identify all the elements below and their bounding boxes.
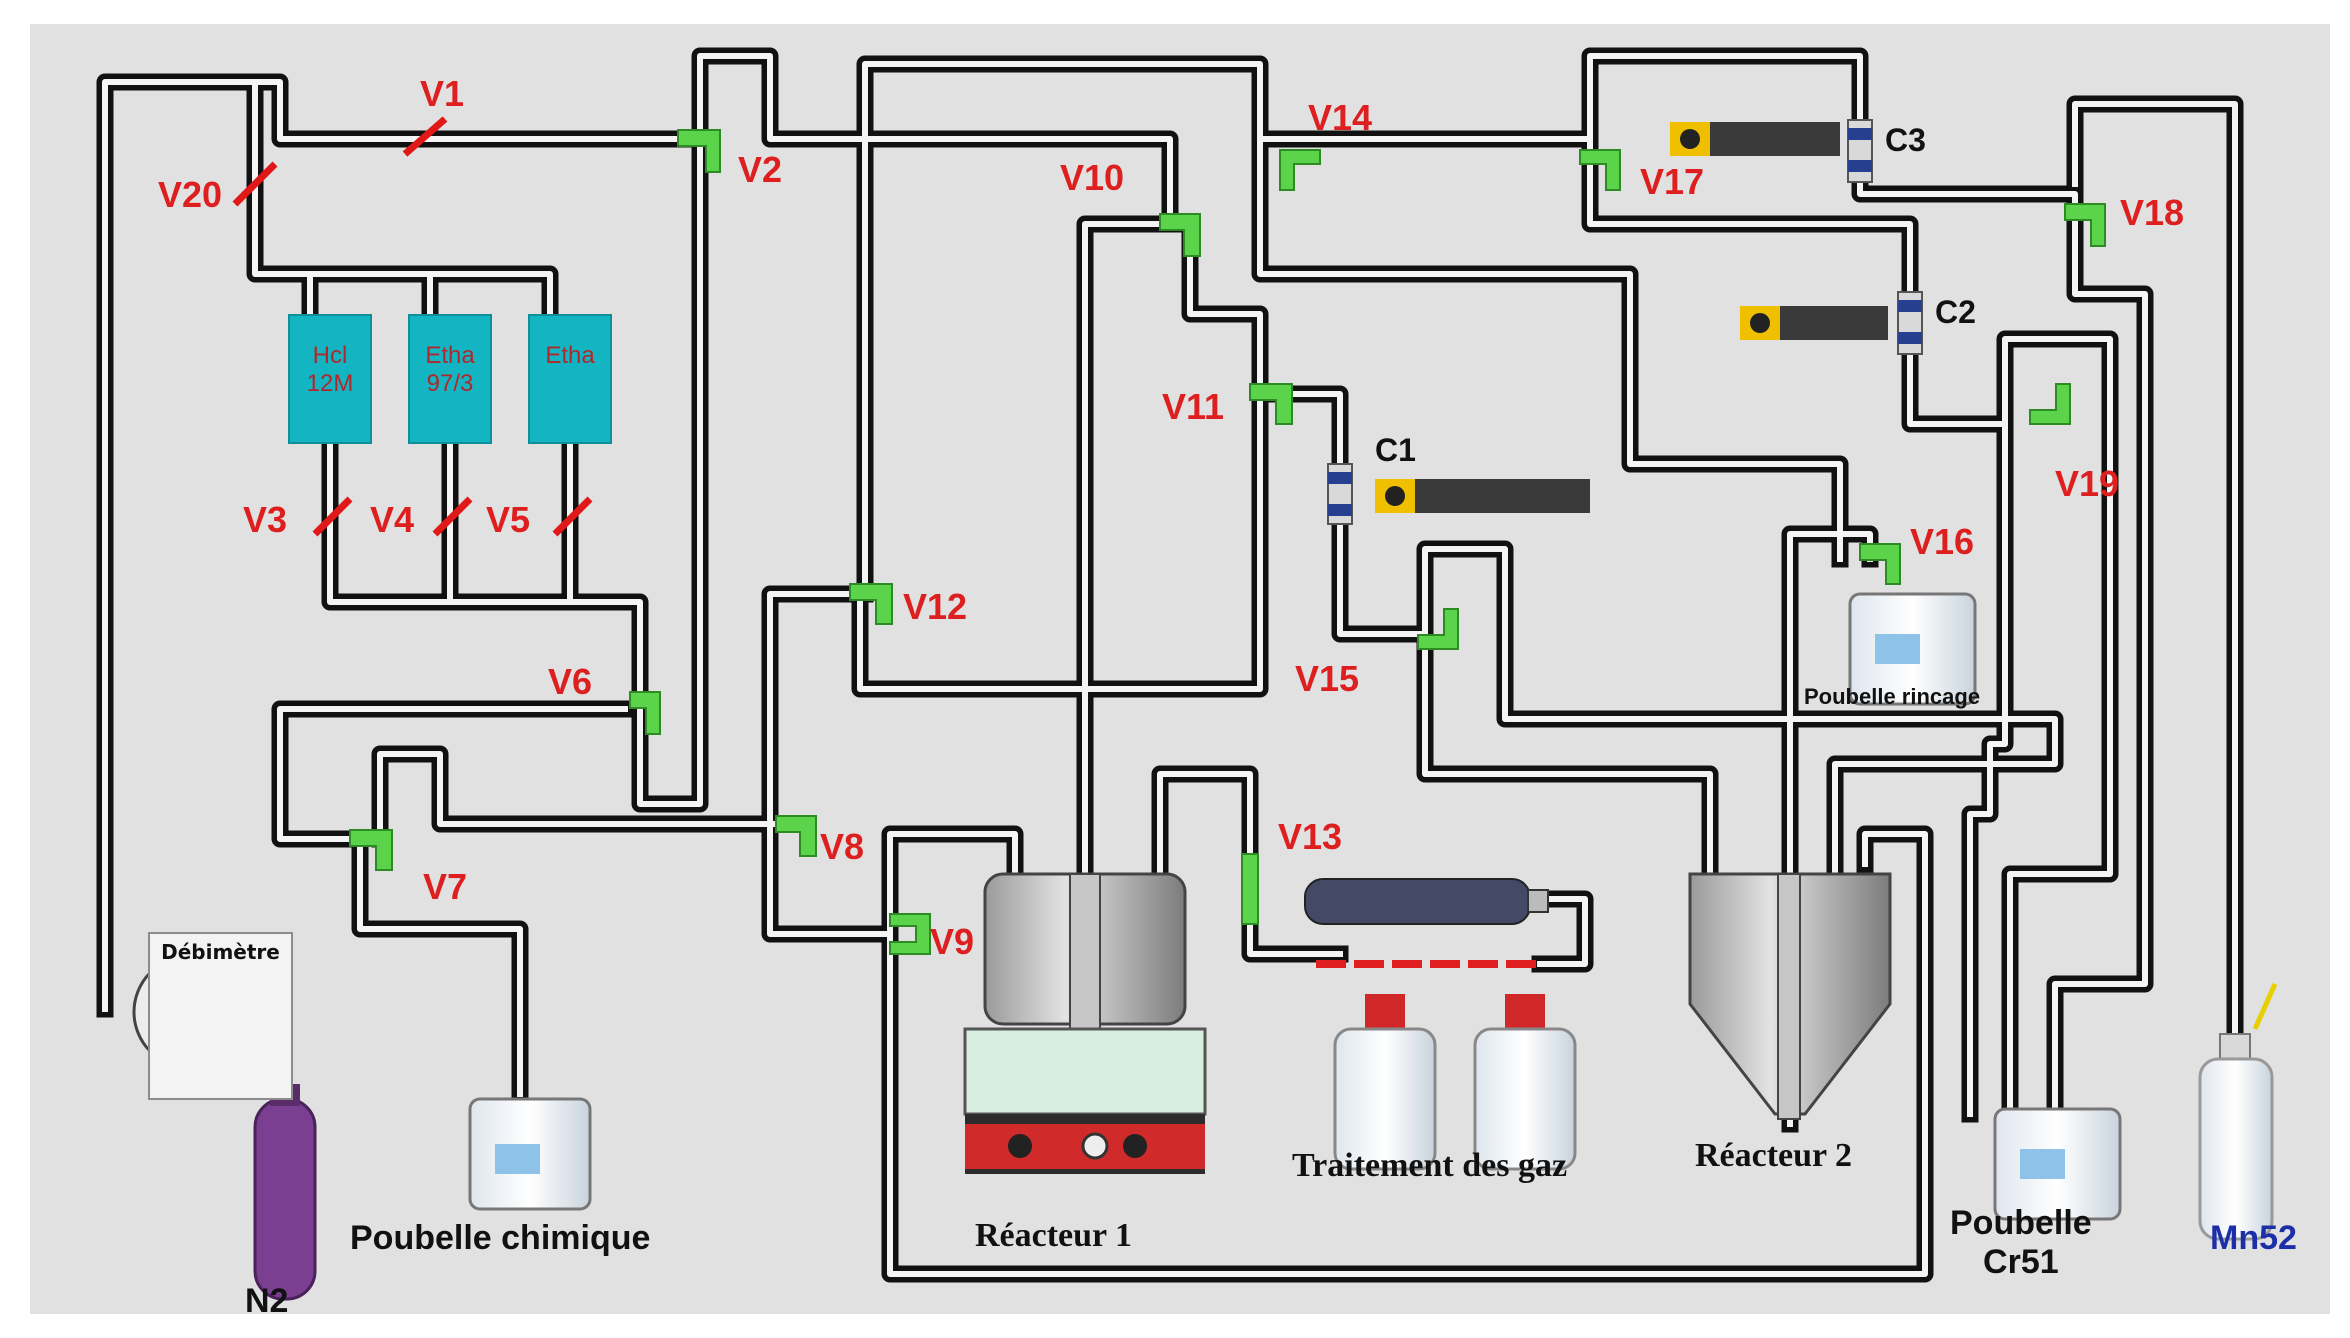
valve-v16-open bbox=[1859, 543, 1901, 585]
valve-label-v4: V4 bbox=[370, 499, 415, 540]
reactor-1 bbox=[963, 872, 1207, 1174]
tank-etha-97-3: Etha 97/3 bbox=[408, 314, 492, 444]
valve-v9-open bbox=[889, 913, 931, 955]
valve-v15-open bbox=[1417, 608, 1459, 650]
traitement-gaz-label: Traitement des gaz bbox=[1292, 1147, 1568, 1184]
detector-c3 bbox=[1670, 122, 1840, 156]
valve-v12-open bbox=[849, 583, 893, 625]
radiation-detectors bbox=[1375, 122, 1888, 513]
piping-diagram bbox=[96, 47, 2278, 1301]
column-c1 bbox=[1327, 463, 1353, 525]
waste-beakers bbox=[468, 592, 2278, 1241]
detector-c2 bbox=[1740, 306, 1888, 340]
columns bbox=[1327, 119, 1923, 525]
valve-label-v1: V1 bbox=[420, 73, 465, 114]
valve-label-v15: V15 bbox=[1295, 658, 1360, 699]
closed-valves bbox=[232, 116, 593, 537]
valve-label-v9: V9 bbox=[930, 921, 975, 962]
valve-v6-open bbox=[629, 691, 661, 735]
valve-v19-open bbox=[2029, 383, 2071, 425]
valve-label-v3: V3 bbox=[243, 499, 288, 540]
valve-label-v20: V20 bbox=[158, 174, 223, 215]
valve-v18-open bbox=[2064, 203, 2106, 247]
valve-v7-open bbox=[349, 829, 393, 871]
column-label-c1: C1 bbox=[1375, 432, 1416, 468]
valve-v11-open bbox=[1249, 383, 1293, 425]
column-c2 bbox=[1897, 291, 1923, 355]
valve-v8-open bbox=[775, 815, 817, 857]
valve-v1-closed bbox=[402, 116, 448, 157]
diagram-panel: Hcl 12M Etha 97/3 Etha Débimètre V1 V2 V… bbox=[30, 24, 2330, 1320]
valve-label-v11: V11 bbox=[1162, 386, 1225, 427]
bottle-mn52 bbox=[2198, 982, 2278, 1241]
valve-label-v17: V17 bbox=[1640, 161, 1705, 202]
valve-v3-closed bbox=[312, 496, 353, 537]
valve-v5-closed bbox=[552, 496, 593, 537]
valve-label-v7: V7 bbox=[423, 866, 468, 907]
tank-hcl-label: Hcl 12M bbox=[306, 342, 354, 397]
poubelle-cr51-label: Poubelle Cr51 bbox=[1950, 1204, 2092, 1282]
reacteur-2-label: Réacteur 2 bbox=[1695, 1137, 1853, 1174]
valve-label-v14: V14 bbox=[1308, 97, 1373, 138]
valve-v13-open bbox=[1241, 853, 1259, 925]
valve-label-v10: V10 bbox=[1060, 157, 1125, 198]
debimetre: Débimètre bbox=[148, 932, 293, 1100]
valve-v2-open bbox=[677, 129, 721, 173]
valve-label-v12: V12 bbox=[903, 586, 968, 627]
valve-v20-closed bbox=[232, 161, 278, 207]
tank-etha-label: Etha bbox=[545, 342, 595, 369]
tank-etha: Etha bbox=[528, 314, 612, 444]
n2-label: N2 bbox=[245, 1282, 289, 1320]
beaker-poubelle-cr51 bbox=[1993, 1107, 2122, 1221]
debimetre-label: Débimètre bbox=[161, 940, 280, 964]
valve-label-v16: V16 bbox=[1910, 521, 1975, 562]
valve-label-v8: V8 bbox=[820, 826, 865, 867]
reactor-2 bbox=[1688, 872, 1892, 1120]
detector-c1 bbox=[1375, 479, 1590, 513]
valve-v14-open bbox=[1279, 149, 1321, 191]
beaker-poubelle-rincage bbox=[1848, 592, 1977, 706]
valve-label-v2: V2 bbox=[738, 149, 783, 190]
column-c3 bbox=[1847, 119, 1873, 183]
gas-treatment bbox=[1304, 878, 1577, 1171]
tank-etha-97-3-label: Etha 97/3 bbox=[425, 342, 475, 397]
valve-v17-open bbox=[1579, 149, 1621, 191]
reacteur-1-label: Réacteur 1 bbox=[975, 1217, 1133, 1254]
valve-v4-closed bbox=[432, 496, 473, 537]
valve-label-v5: V5 bbox=[486, 499, 531, 540]
valve-label-v6: V6 bbox=[548, 661, 593, 702]
valve-label-v19: V19 bbox=[2055, 463, 2120, 504]
tank-hcl: Hcl 12M bbox=[288, 314, 372, 444]
column-label-c2: C2 bbox=[1935, 294, 1976, 330]
open-valves bbox=[349, 129, 2106, 955]
poubelle-chimique-label: Poubelle chimique bbox=[350, 1219, 651, 1257]
pipe-network bbox=[96, 47, 2244, 1283]
valve-label-v18: V18 bbox=[2120, 192, 2185, 233]
valve-label-v13: V13 bbox=[1278, 816, 1343, 857]
poubelle-rincage-label: Poubelle rincage bbox=[1804, 684, 1981, 709]
column-label-c3: C3 bbox=[1885, 122, 1926, 158]
beaker-poubelle-chimique bbox=[468, 1097, 592, 1211]
valve-v10-open bbox=[1159, 213, 1201, 257]
mn52-label: Mn52 bbox=[2210, 1219, 2297, 1257]
